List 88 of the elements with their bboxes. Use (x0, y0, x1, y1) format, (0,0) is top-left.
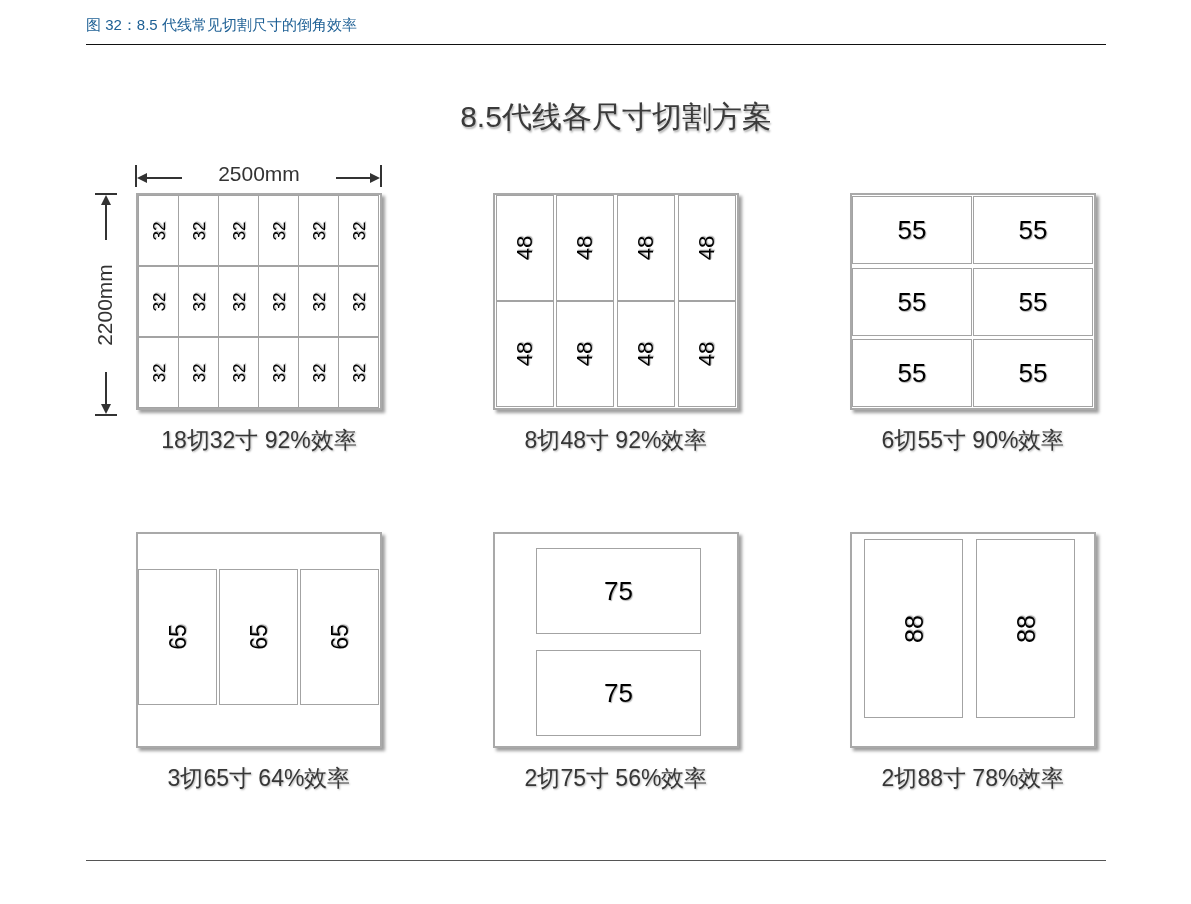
cutting-plan-caption: 2切88寸 78%效率 (881, 766, 1065, 790)
panel-size-number: 32 (270, 221, 287, 240)
panel-size-number: 65 (328, 624, 351, 650)
panel-size-number: 75 (604, 578, 633, 604)
cut-panel (852, 268, 972, 336)
cut-panel (258, 195, 299, 266)
panel-size-number: 32 (350, 363, 367, 382)
panel-size-number: 65 (166, 624, 189, 650)
cutting-plan-caption: 8切48寸 92%效率 (524, 428, 708, 452)
cut-panel (864, 539, 963, 718)
cut-panel (178, 266, 219, 337)
cut-panel (258, 266, 299, 337)
panel-size-number: 48 (696, 341, 718, 367)
dimension-label: 2500mm (218, 162, 300, 184)
cut-panel (973, 339, 1093, 407)
cut-panel (219, 569, 298, 705)
cut-panel (536, 650, 701, 736)
cut-panel (138, 337, 179, 408)
cut-panel (556, 301, 614, 407)
cut-panel (617, 195, 675, 301)
panel-size-number: 32 (270, 292, 287, 311)
cut-panel (300, 569, 379, 705)
panel-size-number: 48 (635, 341, 657, 367)
panel-size-number: 55 (1018, 217, 1048, 243)
cut-panel (138, 266, 179, 337)
cut-panel (218, 195, 259, 266)
cut-panel (178, 337, 219, 408)
diagram-title: 8.5代线各尺寸切割方案 (460, 102, 772, 132)
panel-size-number: 55 (1018, 360, 1048, 386)
cut-panel (178, 195, 219, 266)
cut-panel (338, 337, 379, 408)
panel-size-number: 88 (1013, 614, 1038, 643)
cutting-plan-caption: 2切75寸 56%效率 (524, 766, 708, 790)
panel-size-number: 32 (270, 363, 287, 382)
panel-size-number: 32 (230, 292, 247, 311)
cut-panel (556, 195, 614, 301)
panel-size-number: 32 (310, 363, 327, 382)
cutting-plan-caption: 18切32寸 92%效率 (161, 428, 357, 452)
cut-panel (536, 548, 701, 634)
cut-panel (852, 339, 972, 407)
panel-size-number: 32 (230, 221, 247, 240)
cut-panel (138, 569, 217, 705)
panel-size-number: 48 (635, 235, 657, 261)
panel-size-number: 75 (604, 680, 633, 706)
cut-panel (218, 337, 259, 408)
panel-size-number: 55 (1018, 289, 1048, 315)
cut-panel (973, 268, 1093, 336)
panel-size-number: 65 (247, 624, 270, 650)
panel-size-number: 48 (514, 341, 536, 367)
cut-panel (976, 539, 1075, 718)
panel-size-number: 32 (310, 292, 327, 311)
panel-size-number: 32 (190, 363, 207, 382)
cut-panel (298, 195, 339, 266)
panel-size-number: 48 (696, 235, 718, 261)
cut-panel (617, 301, 675, 407)
panel-size-number: 32 (150, 292, 167, 311)
cutting-plan-caption: 6切55寸 90%效率 (881, 428, 1065, 452)
cut-panel (852, 196, 972, 264)
panel-size-number: 32 (190, 292, 207, 311)
panel-size-number: 32 (150, 363, 167, 382)
cut-panel (218, 266, 259, 337)
panel-size-number: 48 (514, 235, 536, 261)
panel-size-number: 32 (310, 221, 327, 240)
panel-size-number: 48 (574, 235, 596, 261)
cut-panel (973, 196, 1093, 264)
panel-size-number: 48 (574, 341, 596, 367)
panel-size-number: 55 (897, 360, 927, 386)
cut-panel (338, 266, 379, 337)
cut-panel (496, 301, 554, 407)
cut-panel (138, 195, 179, 266)
cut-panel (338, 195, 379, 266)
cut-panel (298, 266, 339, 337)
panel-size-number: 32 (350, 221, 367, 240)
dimension-label: 2200mm (93, 264, 115, 346)
cut-panel (678, 301, 736, 407)
cut-panel (258, 337, 299, 408)
cut-panel (678, 195, 736, 301)
cut-panel (298, 337, 339, 408)
cut-panel (496, 195, 554, 301)
cutting-plan-caption: 3切65寸 64%效率 (167, 766, 351, 790)
panel-size-number: 55 (897, 217, 927, 243)
panel-size-number: 32 (350, 292, 367, 311)
panel-size-number: 32 (230, 363, 247, 382)
panel-size-number: 32 (150, 221, 167, 240)
panel-size-number: 55 (897, 289, 927, 315)
figure-caption: 图 32：8.5 代线常见切割尺寸的倒角效率 (86, 17, 357, 32)
panel-size-number: 88 (901, 614, 926, 643)
panel-size-number: 32 (190, 221, 207, 240)
